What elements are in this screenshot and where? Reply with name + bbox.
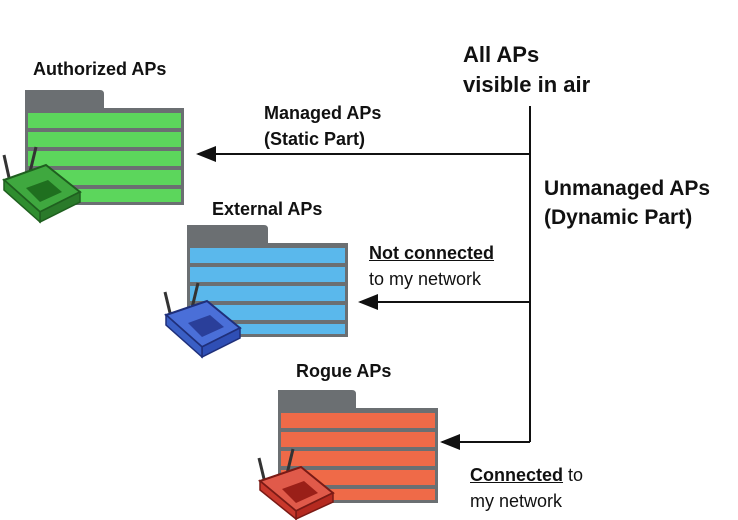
folder-row xyxy=(281,432,435,447)
all-aps-line1: All APs xyxy=(463,42,540,67)
managed-line2: (Static Part) xyxy=(264,128,366,149)
not-connected-label: Not connected to my network xyxy=(369,240,494,292)
all-aps-line2: visible in air xyxy=(463,71,591,97)
managed-aps-label: Managed APs (Static Part) xyxy=(264,101,381,152)
connected-label: Connected to my network xyxy=(470,462,583,514)
blue-router-icon xyxy=(163,282,242,359)
folder-row xyxy=(190,324,345,334)
folder-row xyxy=(28,113,181,128)
not-connected-rest: to my network xyxy=(369,269,482,290)
connected-line2: my network xyxy=(470,491,563,512)
managed-line1: Managed APs xyxy=(264,103,382,123)
folder-row xyxy=(190,248,345,263)
folder-row xyxy=(281,451,435,466)
connected-emphasis: Connected xyxy=(470,465,564,485)
rogue-aps-folder xyxy=(278,390,438,503)
external-aps-folder xyxy=(187,225,348,337)
unmanaged-line2: (Dynamic Part) xyxy=(544,206,693,230)
unmanaged-aps-label: Unmanaged APs (Dynamic Part) xyxy=(544,174,710,233)
authorized-aps-title: Authorized APs xyxy=(33,59,167,79)
connected-rest: to xyxy=(563,465,584,485)
authorized-aps-folder xyxy=(25,90,184,205)
green-router-icon xyxy=(2,146,82,224)
folder-row xyxy=(190,305,345,320)
folder-row xyxy=(28,151,181,166)
all-aps-label: All APs visible in air xyxy=(463,40,590,99)
folder-row xyxy=(28,132,181,147)
not-connected-emphasis: Not connected xyxy=(369,243,495,263)
red-router-icon xyxy=(257,448,335,520)
external-aps-title: External APs xyxy=(212,199,323,219)
folder-row xyxy=(281,413,435,428)
unmanaged-line1: Unmanaged APs xyxy=(544,177,711,200)
folder-row xyxy=(190,286,345,301)
folder-row xyxy=(281,489,435,500)
rogue-aps-title: Rogue APs xyxy=(296,361,392,381)
folder-row xyxy=(190,267,345,282)
